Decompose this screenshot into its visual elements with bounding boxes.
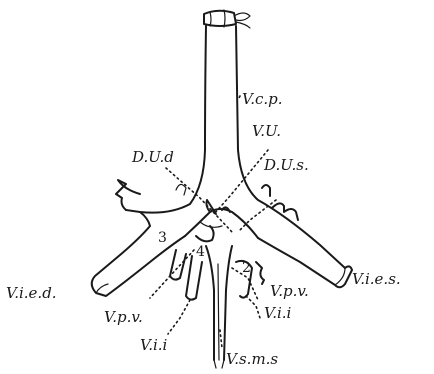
label-vpv-left: V.p.v. [104,308,143,326]
vsms-tail [214,360,224,368]
label-vu: V.U. [252,122,281,140]
label-vpv-right: V.p.v. [270,282,309,300]
label-vcp: V.c.p. [242,90,283,108]
right-iliac-branch [258,185,352,287]
ligature-tie [204,10,250,28]
label-vies: V.i.e.s. [352,270,401,288]
label-dus: D.U.s. [263,156,309,174]
label-vied: V.i.e.d. [6,284,57,302]
number-2: 2 [242,260,251,276]
label-vsms: V.s.m.s [226,350,278,368]
label-vii-left: V.i.i [140,336,168,354]
number-3: 3 [158,230,167,246]
label-dud: D.U.d [131,148,174,166]
number-4: 4 [196,244,205,260]
label-vii-right: V.i.i [264,304,292,322]
